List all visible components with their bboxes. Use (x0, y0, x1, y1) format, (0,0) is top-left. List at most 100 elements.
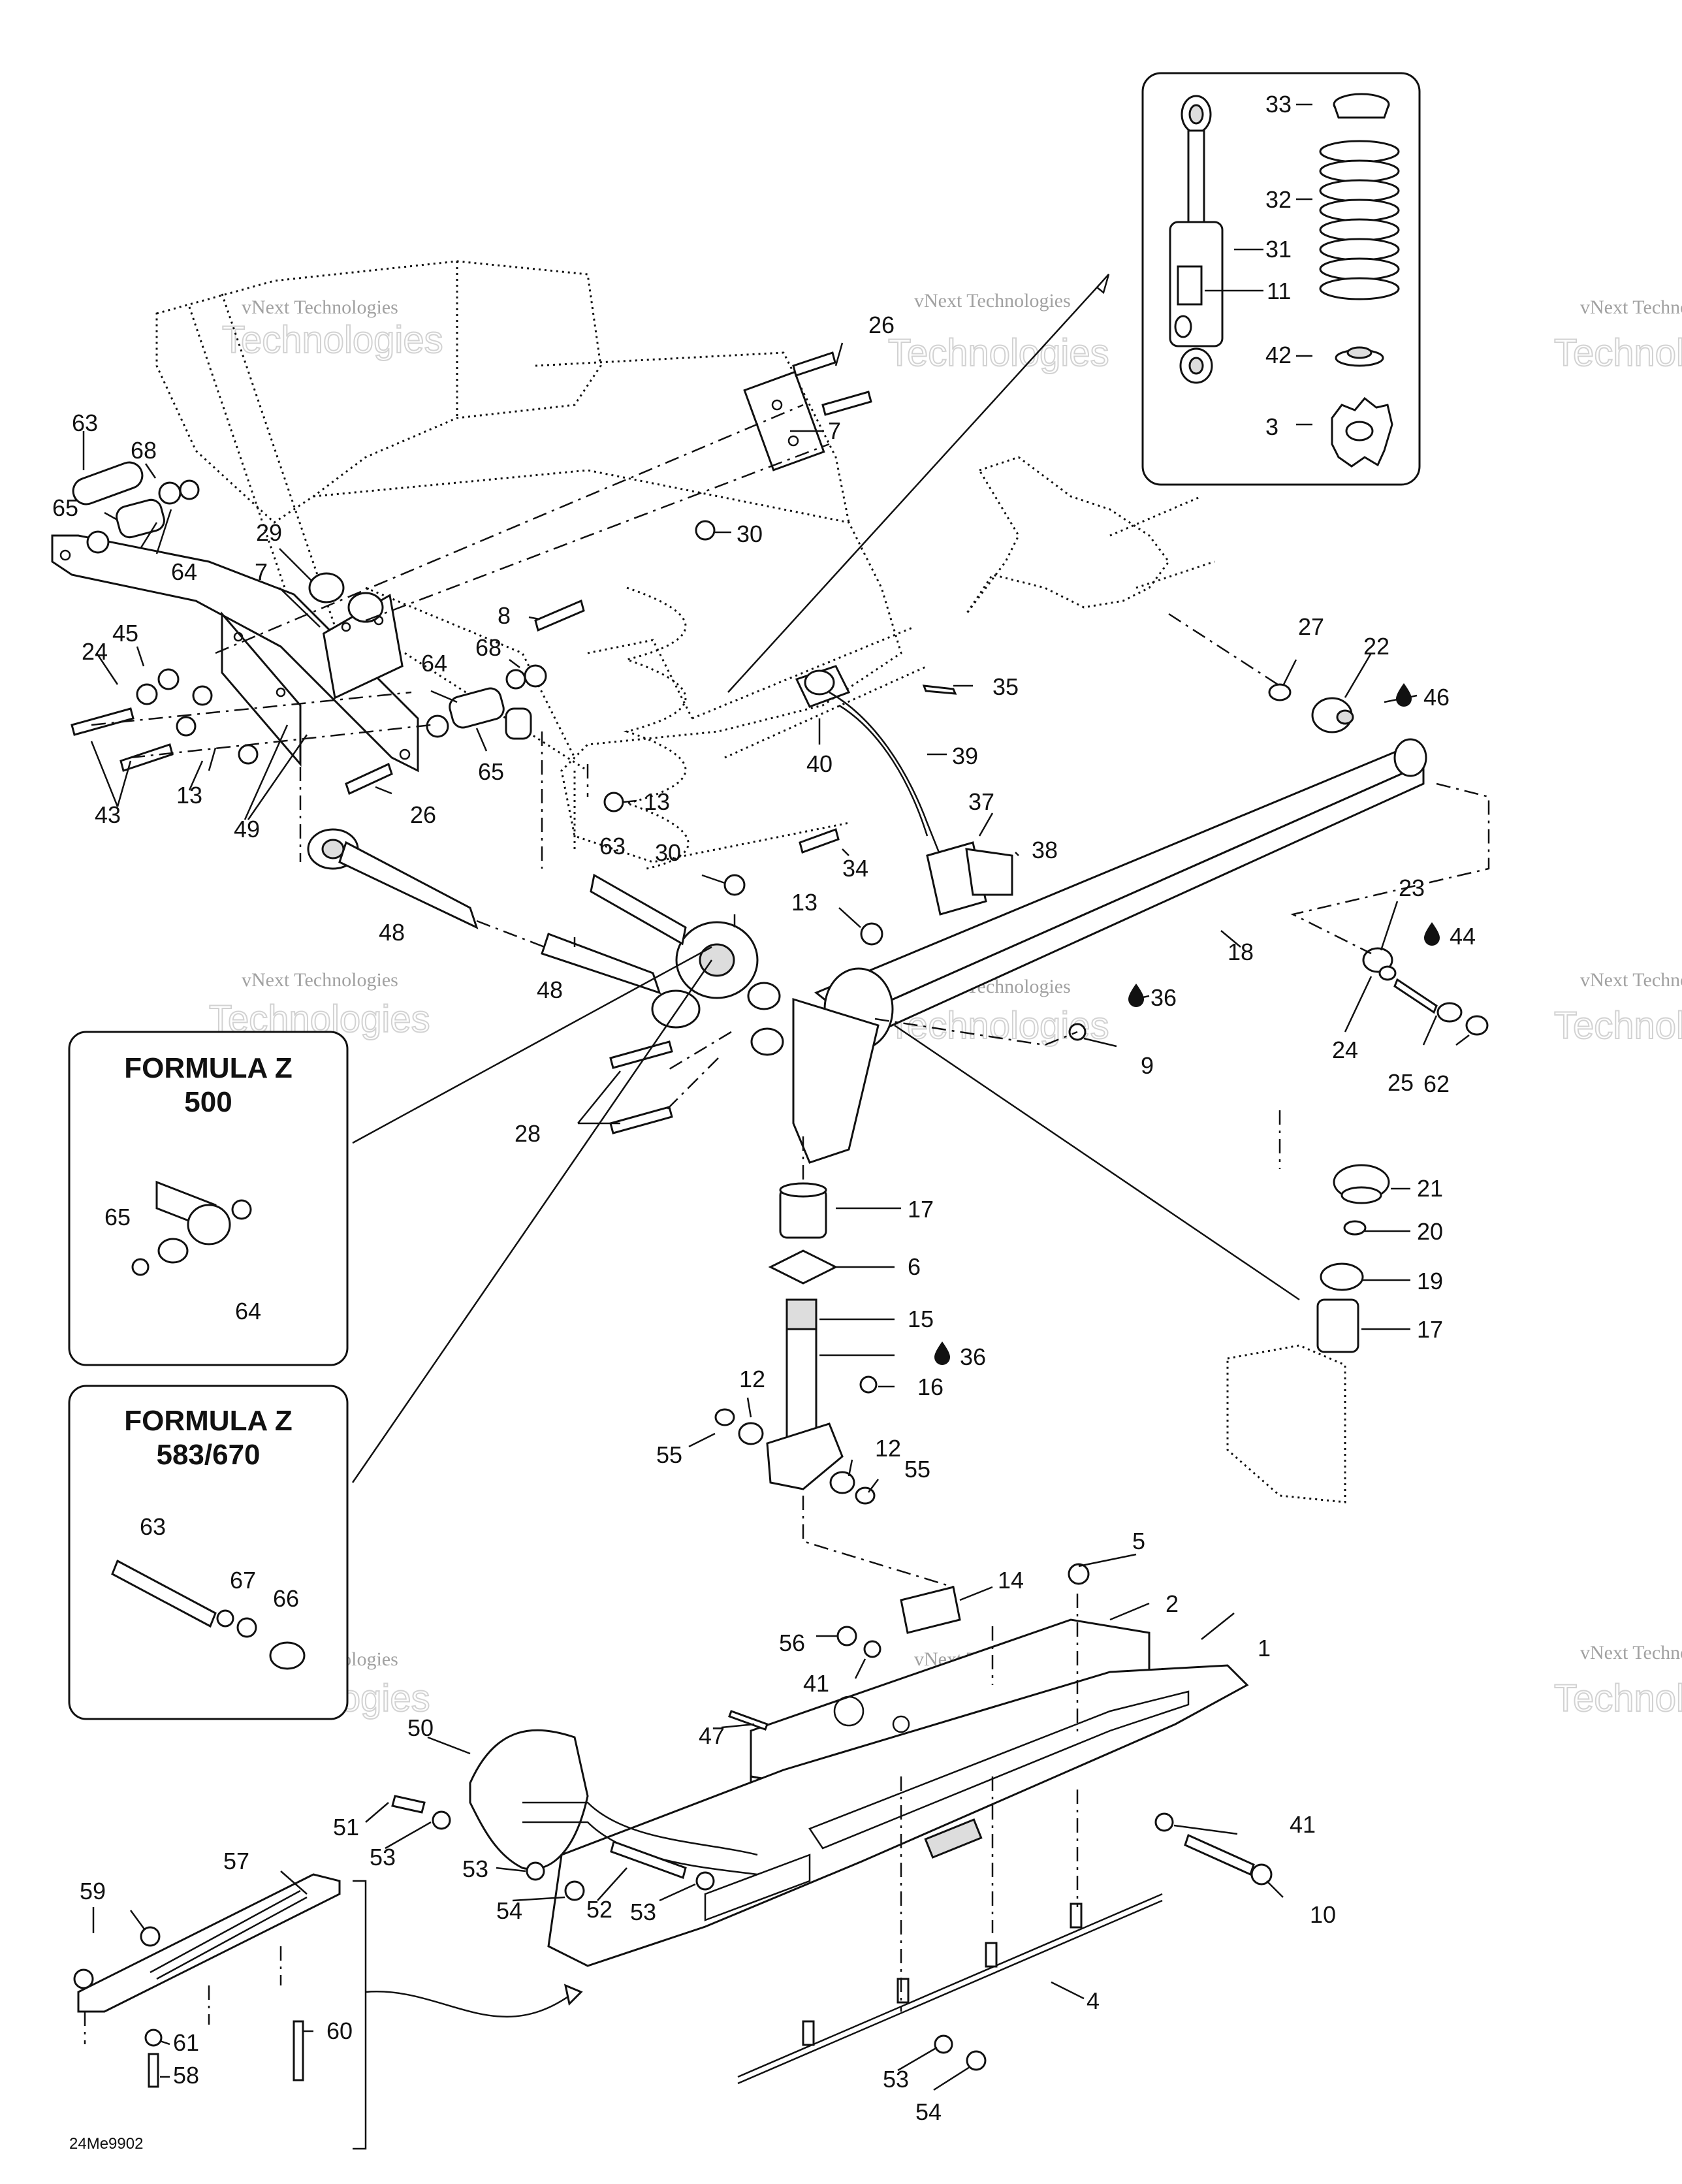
callout-20: 20 (1417, 1218, 1443, 1245)
oil-drop-icon (1424, 922, 1440, 946)
callout-65: 65 (104, 1204, 131, 1230)
callout-45: 45 (112, 620, 138, 647)
callout-63: 63 (72, 410, 98, 436)
callout-7: 7 (255, 558, 268, 585)
watermark-text: vNext Technologies (242, 969, 398, 991)
leader-lines (82, 103, 1470, 2091)
callout-5: 5 (1132, 1528, 1145, 1554)
callout-51: 51 (333, 1814, 359, 1840)
callout-17: 17 (908, 1196, 934, 1223)
callout-52: 52 (586, 1896, 612, 1923)
callout-39: 39 (952, 743, 978, 769)
callout-2: 2 (1166, 1590, 1179, 1617)
callout-13: 13 (176, 782, 202, 809)
callout-35: 35 (992, 673, 1019, 700)
callout-42: 42 (1265, 342, 1292, 368)
right-spindle (1226, 1164, 1390, 1503)
callout-24: 24 (82, 638, 108, 665)
callout-57: 57 (223, 1848, 249, 1874)
callout-6: 6 (908, 1253, 921, 1280)
callout-43: 43 (95, 801, 121, 828)
spring-32 (1319, 140, 1400, 300)
callout-38: 38 (1032, 837, 1058, 863)
callout-58: 58 (173, 2062, 199, 2089)
callout-36: 36 (960, 1343, 986, 1370)
callout-19: 19 (1417, 1268, 1443, 1294)
callout-28: 28 (515, 1120, 541, 1147)
callout-12: 12 (739, 1366, 765, 1392)
watermark-big: Technologies (1554, 1677, 1682, 1720)
callout-46: 46 (1423, 684, 1450, 711)
callout-37: 37 (968, 788, 994, 815)
callout-11: 11 (1267, 278, 1291, 304)
callout-55: 55 (904, 1456, 930, 1483)
carbide-inset (73, 1873, 583, 2150)
callout-66: 66 (273, 1585, 299, 1612)
callout-3: 3 (1265, 413, 1278, 440)
callout-56: 56 (779, 1630, 805, 1656)
callout-50: 50 (407, 1714, 434, 1741)
callout-41: 41 (803, 1670, 829, 1697)
callout-64: 64 (235, 1298, 261, 1325)
callout-18: 18 (1228, 939, 1254, 965)
watermark-big: Technologies (222, 319, 443, 361)
callout-49: 49 (234, 816, 260, 843)
callout-63: 63 (599, 833, 626, 859)
watermark-text: vNext Technologies (242, 297, 398, 318)
spindle-stack (714, 1182, 878, 1505)
callout-53: 53 (462, 1855, 488, 1882)
callout-47: 47 (699, 1722, 725, 1749)
callout-53: 53 (370, 1844, 396, 1871)
callout-10: 10 (1310, 1901, 1336, 1928)
callout-30: 30 (737, 521, 763, 547)
figure-code: 24Me9902 (69, 2135, 143, 2153)
formula-583-box: FORMULA Z 583/670 (68, 1385, 349, 1720)
radius-rods (307, 828, 759, 1029)
watermark-group: vNext Technologies Technologies vNext Te… (208, 290, 1682, 1720)
formula-583-title: FORMULA Z (124, 1405, 292, 1437)
callout-64: 64 (171, 558, 197, 585)
callout-27: 27 (1298, 613, 1324, 640)
callout-60: 60 (326, 2017, 353, 2044)
chassis-frame (155, 260, 1215, 870)
callout-67: 67 (230, 1567, 256, 1594)
callout-26: 26 (868, 312, 895, 338)
watermark-big: Technologies (1554, 332, 1682, 374)
callout-15: 15 (908, 1306, 934, 1332)
assembly-lines (91, 404, 1490, 2012)
callout-1: 1 (1258, 1635, 1271, 1662)
callout-17: 17 (1417, 1316, 1443, 1343)
callout-7: 7 (828, 417, 841, 444)
callout-32: 32 (1265, 186, 1292, 213)
watermark-text: vNext Technologies (1580, 1642, 1682, 1663)
callout-68: 68 (131, 437, 157, 464)
formula-500-title: FORMULA Z (124, 1052, 292, 1084)
callout-24: 24 (1332, 1036, 1358, 1063)
callout-55: 55 (656, 1441, 682, 1468)
callout-21: 21 (1417, 1175, 1443, 1202)
formula-500-model: 500 (184, 1086, 232, 1118)
left-bracket (51, 351, 872, 812)
callout-68: 68 (475, 634, 501, 661)
formula-583-frame (68, 1385, 349, 1720)
shock-label-11 (1177, 265, 1203, 306)
callout-36: 36 (1150, 984, 1177, 1011)
callout-33: 33 (1265, 91, 1292, 118)
formula-500-box: FORMULA Z 500 (68, 1031, 349, 1366)
trailing-arm (609, 665, 1489, 1164)
callout-40: 40 (806, 750, 833, 777)
watermark-text: vNext Technologies (914, 290, 1071, 312)
callout-65: 65 (478, 758, 504, 785)
callout-13: 13 (644, 788, 670, 815)
callout-53: 53 (883, 2066, 909, 2093)
callout-23: 23 (1399, 875, 1425, 901)
formula-500-frame (68, 1031, 349, 1366)
callout-41: 41 (1290, 1811, 1316, 1838)
oil-drop-icon (934, 1341, 950, 1365)
formula-583-model: 583/670 (156, 1439, 260, 1471)
callout-labels: 3332311142326763686564297308686445241343… (52, 91, 1476, 2125)
ski-assembly (391, 1563, 1273, 2085)
callout-65: 65 (52, 494, 78, 521)
callout-63: 63 (140, 1513, 166, 1540)
callout-59: 59 (80, 1878, 106, 1904)
